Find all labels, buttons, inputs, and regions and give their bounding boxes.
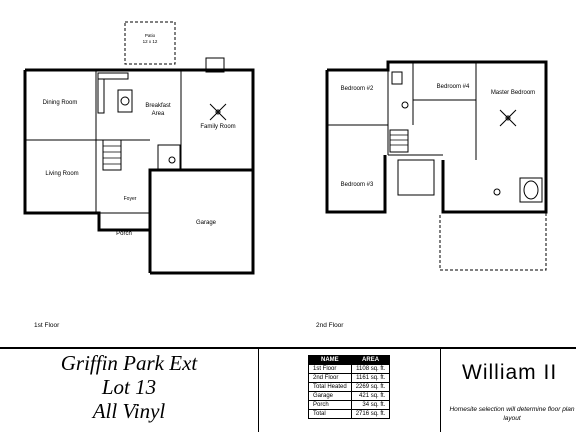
- area-row-name: Total Heated: [308, 382, 352, 392]
- dining-room-label: Dining Room: [43, 100, 78, 106]
- area-row-value: 34 sq. ft.: [350, 400, 391, 410]
- area-row-value: 421 sq. ft.: [350, 391, 391, 401]
- title-divider-2: [440, 349, 441, 432]
- toilet-icon: [168, 156, 176, 164]
- breakfast-area-label: Breakfast: [145, 103, 171, 109]
- area-table-header-name: NAME: [308, 355, 352, 365]
- area-row-name: 1st Floor: [308, 364, 352, 374]
- table-row: Porch 34 sq. ft.: [308, 400, 391, 410]
- lot-info: Griffin Park Ext Lot 13 All Vinyl: [0, 351, 258, 423]
- area-table-header-area: AREA: [350, 355, 391, 365]
- foyer-label: Foyer: [124, 196, 137, 202]
- kitchen-island: [117, 89, 133, 113]
- second-floor-stairs: [389, 129, 409, 153]
- living-room-label: Living Room: [45, 171, 78, 177]
- kitchen-counter-side: [97, 78, 105, 114]
- disclaimer-note: Homesite selection will determine floor …: [449, 406, 575, 422]
- master-toilet-icon: [493, 188, 501, 196]
- family-room-label: Family Room: [200, 124, 235, 130]
- table-row: Garage 421 sq. ft.: [308, 391, 391, 401]
- master-tub-basin: [523, 180, 539, 200]
- porch-label: Porch: [116, 231, 132, 237]
- second-floor-label: 2nd Floor: [316, 322, 344, 329]
- second-floor-wall-west: [325, 70, 387, 214]
- subdivision-name: Griffin Park Ext: [60, 351, 198, 375]
- table-row: 2nd Floor 1161 sq. ft.: [308, 373, 391, 383]
- area-row-name: Porch: [308, 400, 352, 410]
- patio-label: Patio: [145, 33, 156, 38]
- ceiling-fan-icon: [209, 103, 227, 121]
- patio-size-label: 12 x 12: [143, 39, 158, 44]
- hall-bath-toilet-icon: [401, 101, 409, 109]
- bedroom-4-label: Bedroom #4: [437, 84, 470, 90]
- first-floor-exterior-wall-west: [23, 70, 150, 232]
- garage-wall: [148, 168, 255, 275]
- table-row: 1st Floor 1108 sq. ft.: [308, 364, 391, 374]
- master-bedroom-label: Master Bedroom: [491, 90, 535, 96]
- title-block: Griffin Park Ext Lot 13 All Vinyl NAME A…: [0, 347, 576, 432]
- patio-outline: [124, 21, 176, 65]
- lot-number: Lot 13: [101, 375, 157, 399]
- title-divider-1: [258, 349, 259, 432]
- table-row: Total Heated 2269 sq. ft.: [308, 382, 391, 392]
- first-floor-exterior-wall-north: [25, 68, 255, 170]
- powder-room: [157, 144, 181, 171]
- area-row-value: 2716 sq. ft.: [350, 409, 391, 419]
- area-table-header: NAME AREA: [308, 355, 391, 365]
- first-floor-stairs: [102, 139, 122, 171]
- second-floor-plan: [325, 60, 548, 271]
- master-tub: [519, 177, 543, 203]
- siding-type: All Vinyl: [92, 399, 166, 423]
- area-row-value: 2269 sq. ft.: [350, 382, 391, 392]
- open-to-below: [397, 159, 435, 196]
- first-floor-plan: [23, 21, 255, 275]
- floor-plan-drawing: Patio 12 x 12 Dining Room Breakfast Area…: [23, 21, 548, 329]
- breakfast-area-label-line2: Area: [152, 111, 165, 117]
- first-floor-label: 1st Floor: [34, 322, 60, 329]
- table-row: Total 2716 sq. ft.: [308, 409, 391, 419]
- kitchen-counter-top: [97, 72, 129, 80]
- garage-label: Garage: [196, 220, 217, 226]
- hall-bath-tub: [391, 71, 403, 85]
- fireplace: [205, 57, 225, 73]
- model-name: William II: [462, 361, 558, 384]
- bedroom-3-label: Bedroom #3: [341, 182, 374, 188]
- master-ceiling-fan-icon: [499, 109, 517, 127]
- area-row-value: 1108 sq. ft.: [350, 364, 391, 374]
- area-row-value: 1161 sq. ft.: [350, 373, 391, 383]
- area-row-name: Garage: [308, 391, 352, 401]
- area-table: NAME AREA 1st Floor 1108 sq. ft. 2nd Flo…: [308, 355, 391, 419]
- island-sink: [120, 96, 130, 106]
- bedroom-2-label: Bedroom #2: [341, 86, 374, 92]
- area-row-name: Total: [308, 409, 352, 419]
- area-row-name: 2nd Floor: [308, 373, 352, 383]
